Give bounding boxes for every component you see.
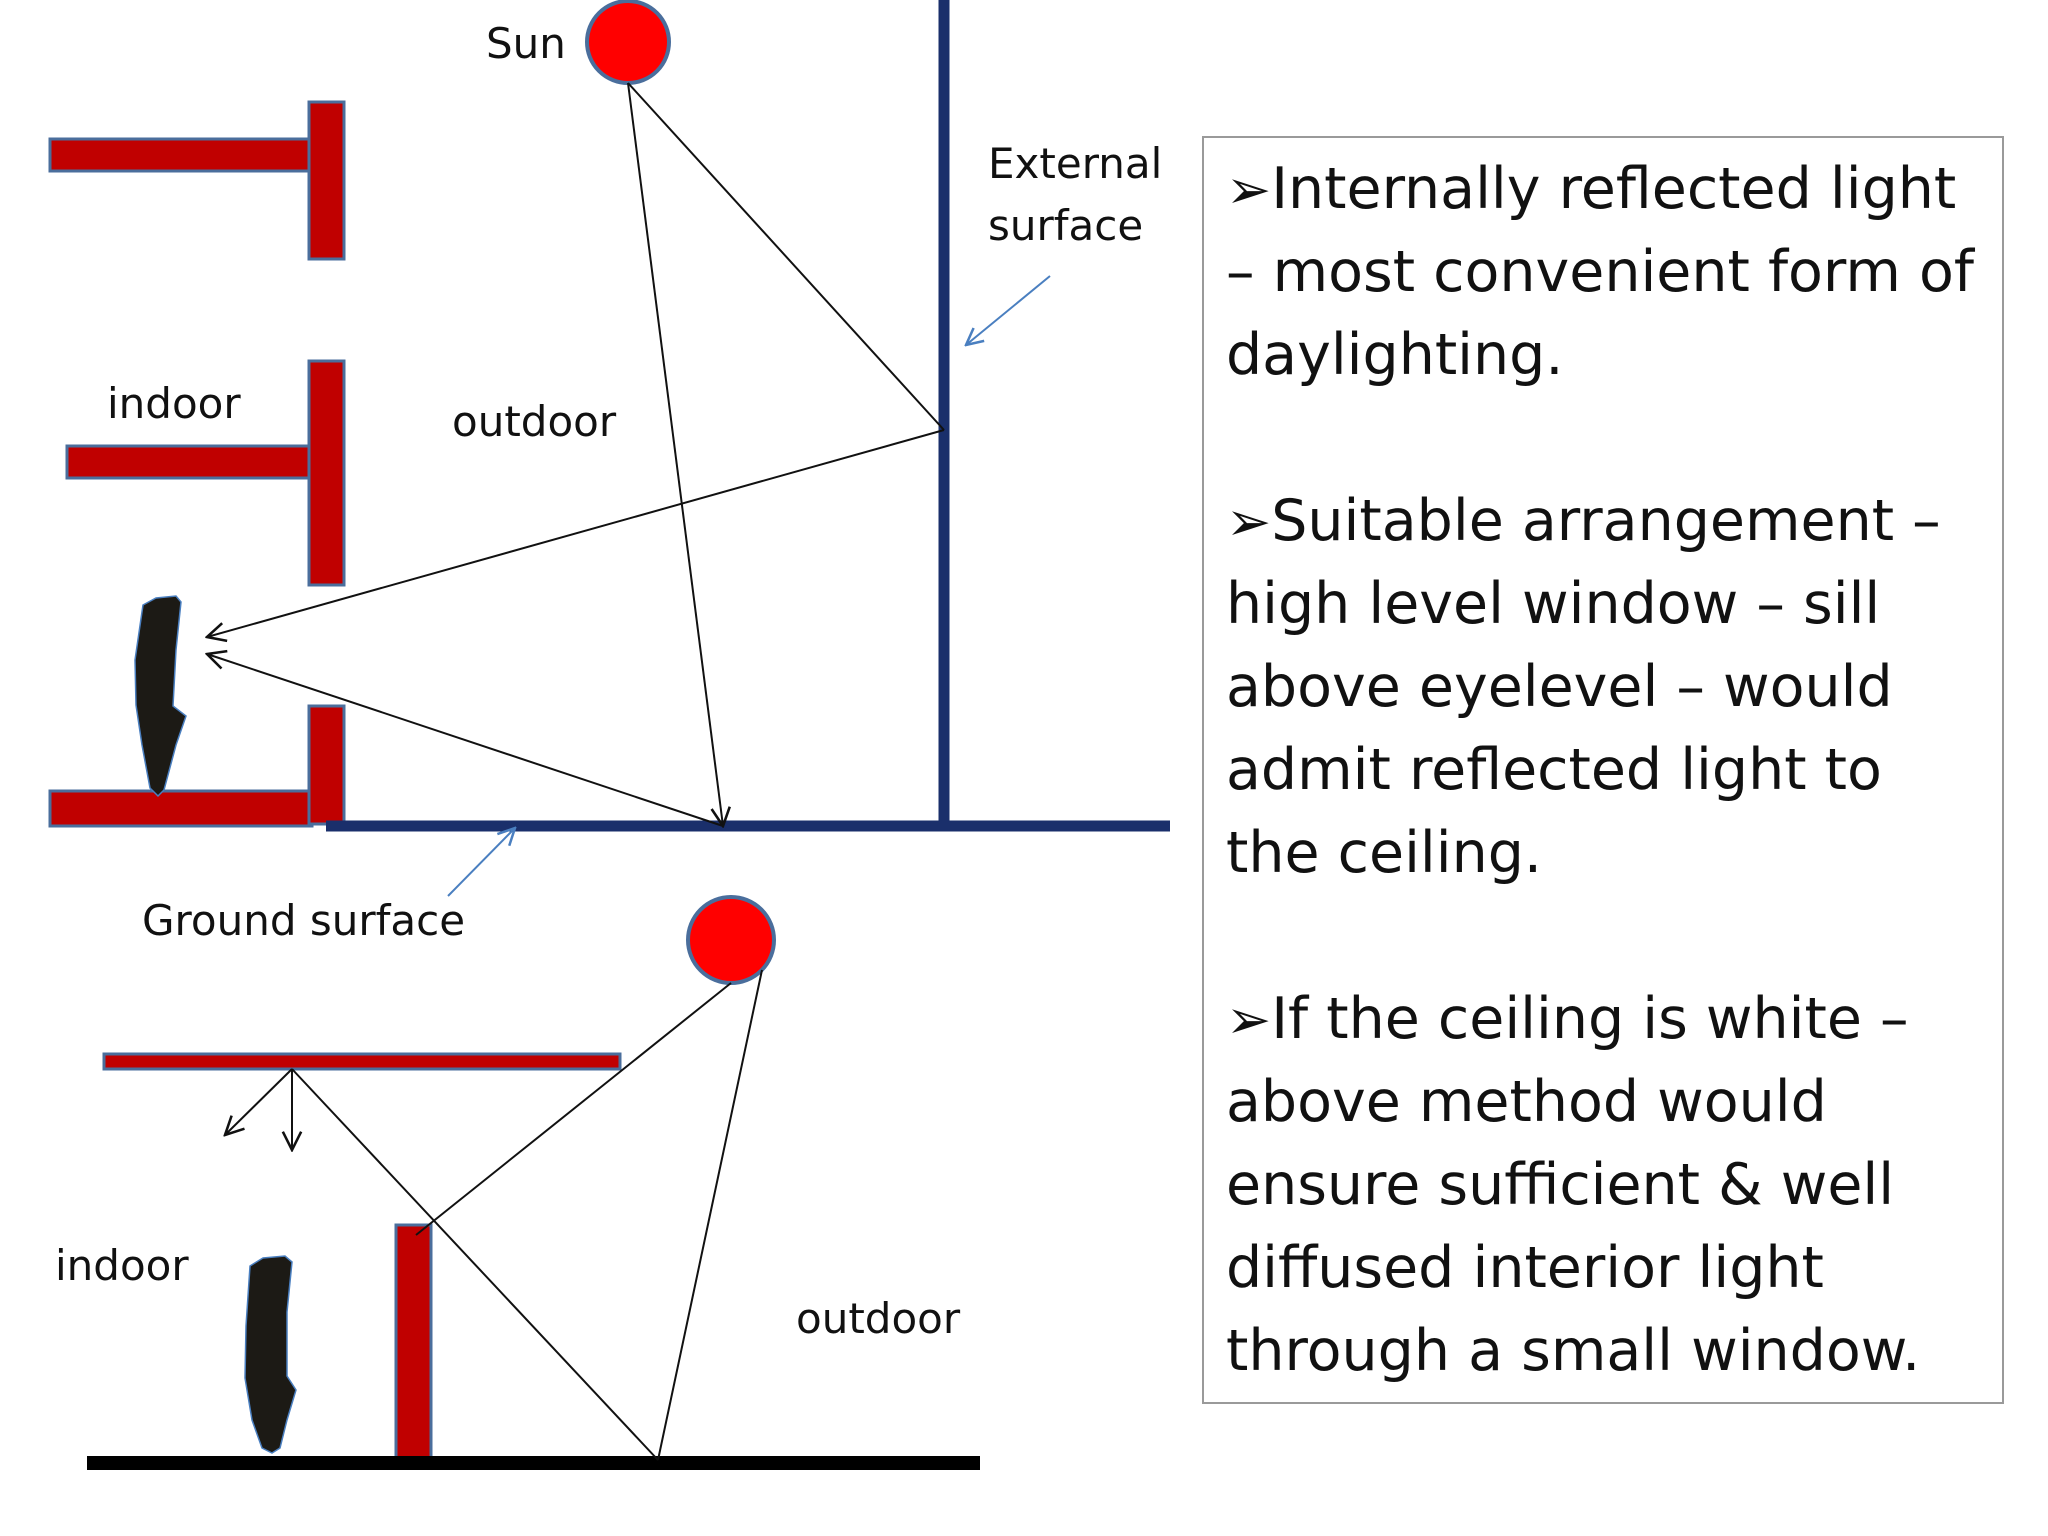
ceiling-slab — [102, 1052, 622, 1071]
bullet-arrow-icon: ➢ — [1226, 490, 1272, 553]
ground-surface-label: Ground surface — [142, 896, 465, 945]
indoor-label-top: indoor — [107, 379, 241, 428]
ray-sun-to-wall — [415, 982, 732, 1236]
ray-sun-to-ground — [627, 82, 723, 826]
top-wall-upper — [307, 100, 346, 261]
outdoor-label-bottom: outdoor — [796, 1294, 961, 1343]
top-shelf-upper — [48, 137, 314, 173]
bullet-arrow-icon: ➢ — [1226, 158, 1272, 221]
ray-surface-to-person — [207, 429, 945, 637]
bottom-wall — [394, 1223, 433, 1462]
bullet-text: If the ceiling is white – above method w… — [1226, 986, 1921, 1384]
outdoor-label-top: outdoor — [452, 397, 617, 446]
bullet-suitable-arrangement: ➢Suitable arrangement – high level windo… — [1226, 480, 1984, 895]
external-surface-pointer — [966, 275, 1051, 345]
ray-ceiling-diffuse-left — [225, 1068, 293, 1135]
indoor-label-bottom: indoor — [55, 1241, 189, 1290]
person-bottom-icon — [244, 1255, 297, 1454]
bottom-diagram: indoor outdoor — [55, 895, 980, 1470]
top-diagram: Sun External surface indoor outdoor Grou… — [48, 0, 1170, 945]
ray-ground-to-person — [207, 654, 724, 827]
sun-label: Sun — [486, 19, 566, 68]
bullet-text: Suitable arrangement – high level window… — [1226, 488, 1941, 886]
external-surface-label-line2: surface — [988, 201, 1143, 250]
bullet-text: Internally reflected light – most conven… — [1226, 156, 1974, 388]
bullet-arrow-icon: ➢ — [1226, 988, 1272, 1051]
top-shelf-middle — [65, 444, 314, 480]
external-surface-label-line1: External — [988, 139, 1162, 188]
sun-top — [585, 0, 671, 85]
ray-sun-to-ground-bottom — [657, 969, 763, 1461]
ray-ground-to-ceiling — [291, 1068, 659, 1461]
explanation-box: ➢Internally reflected light – most conve… — [1202, 136, 2004, 1404]
top-floor — [48, 789, 314, 828]
top-wall-middle — [307, 359, 346, 587]
bullet-internally-reflected: ➢Internally reflected light – most conve… — [1226, 148, 1984, 397]
ground-surface-pointer — [447, 828, 515, 897]
top-wall-lower — [307, 704, 346, 826]
ray-sun-to-surface — [627, 82, 945, 431]
person-top-icon — [134, 595, 187, 798]
bullet-white-ceiling: ➢If the ceiling is white – above method … — [1226, 978, 1984, 1393]
